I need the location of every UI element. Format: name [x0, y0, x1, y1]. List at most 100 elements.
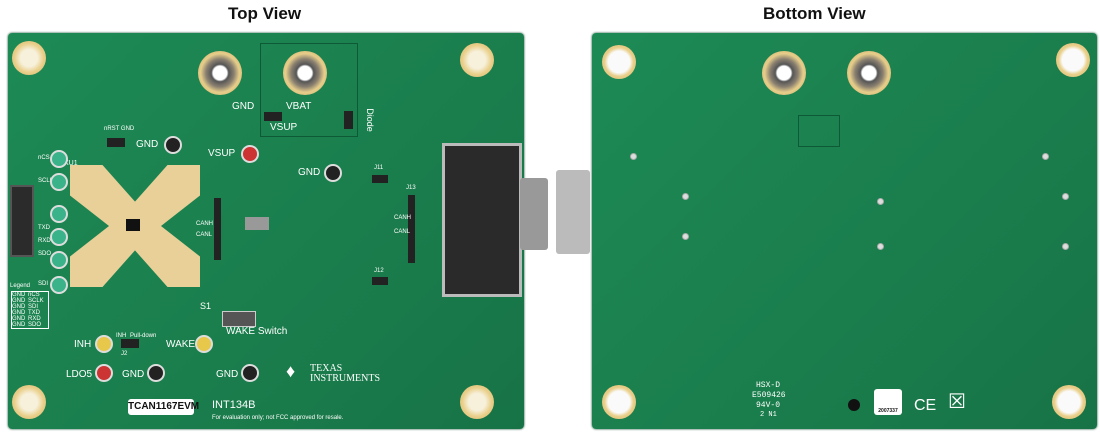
via — [1062, 193, 1069, 200]
wake-test-point[interactable] — [195, 335, 213, 353]
mounting-screw — [1052, 385, 1086, 419]
gnd-test-point[interactable] — [164, 136, 182, 154]
sdo-label: SDO — [38, 251, 52, 257]
legend-cell: SDI — [28, 304, 39, 310]
canh-label: CANH — [394, 215, 412, 221]
vsup-test-point[interactable] — [241, 145, 259, 163]
ti-logo-line1: Texas — [310, 363, 343, 374]
board-name-label: TCAN1167EVM — [128, 399, 199, 415]
jumper-j5[interactable] — [344, 111, 353, 129]
via — [1042, 153, 1049, 160]
ldo5-test-point[interactable] — [95, 364, 113, 382]
top-view-title: Top View — [228, 4, 302, 23]
legend-cell: SDO — [28, 322, 42, 328]
j4-header[interactable] — [214, 198, 221, 260]
vsup-outline — [260, 43, 358, 137]
gnd-tp-label: GND — [136, 139, 159, 150]
ti-logo-line2: Instruments — [310, 373, 381, 384]
crossed-bin-icon: ☒ — [948, 391, 966, 413]
top-board: GND VBAT VSUP Diode nRST GND GND VSUP GN… — [8, 33, 524, 429]
diode-label: Diode — [364, 108, 375, 132]
trace-outline — [798, 115, 840, 147]
mounting-hole — [460, 385, 494, 419]
sclk-test-point[interactable] — [50, 173, 68, 191]
sdi-label: SDI — [38, 281, 49, 287]
gnd-test-point[interactable] — [147, 364, 165, 382]
j13-header[interactable] — [408, 195, 415, 263]
vbat-terminal-back — [847, 51, 891, 95]
txd-test-point[interactable] — [50, 205, 68, 223]
gnd-test-point[interactable] — [241, 364, 259, 382]
mounting-hole — [12, 385, 46, 419]
jumper-j12[interactable] — [372, 277, 388, 285]
inh-jumper-label: INH — [116, 333, 127, 339]
via — [1062, 243, 1069, 250]
board-marking: 94V-0 — [756, 401, 781, 410]
j13-label: J13 — [406, 185, 416, 191]
xu1-label: XU1 — [64, 160, 78, 167]
inh-tp-label: INH — [74, 339, 92, 350]
bottom-board: HSX-D E509426 94V-0 2 N1 2007337 CE ☒ — [592, 33, 1097, 429]
legend-cell: GND — [12, 316, 26, 322]
board-marking: E509426 — [752, 391, 786, 400]
serial-label: 2007337 — [874, 389, 902, 415]
vsup-tp-label: VSUP — [208, 148, 236, 159]
j12-label: J12 — [374, 268, 384, 274]
jumper-j1[interactable] — [107, 138, 125, 147]
mounting-screw — [1056, 43, 1090, 77]
j2-label: J2 — [121, 351, 128, 357]
jumper-j6[interactable] — [264, 112, 282, 121]
legend-cell: GND — [12, 322, 26, 328]
canh-label: CANH — [196, 221, 214, 227]
gnd-tp-label: GND — [216, 369, 239, 380]
inh-test-point[interactable] — [95, 335, 113, 353]
legend-cell: GND — [12, 292, 26, 298]
jumper-j11[interactable] — [372, 175, 388, 183]
j1-label: nRST GND — [104, 126, 135, 132]
board-marking: 2 N1 — [760, 411, 777, 419]
gnd-test-point[interactable] — [324, 164, 342, 182]
wake-tp-label: WAKE — [166, 339, 196, 350]
ncs-label: nCS — [38, 155, 50, 161]
bottom-view-title: Bottom View — [763, 4, 866, 23]
gnd-terminal-back — [762, 51, 806, 95]
legend-cell: RXD — [28, 316, 41, 322]
sdi-test-point[interactable] — [50, 276, 68, 294]
black-dot — [848, 399, 860, 411]
legend-cell: GND — [12, 304, 26, 310]
ncs-test-point[interactable] — [50, 150, 68, 168]
wake-switch[interactable] — [222, 311, 256, 327]
board-id: INT134B — [212, 399, 256, 411]
gnd-terminal-label: GND — [232, 101, 255, 112]
pulldown-label: Pull-down — [130, 333, 157, 339]
legend-cell: nCS — [28, 292, 40, 298]
legend-cell: GND — [12, 310, 26, 316]
canl-label: CANL — [196, 232, 213, 238]
mounting-hole — [460, 43, 494, 77]
legend-cell: GND — [12, 298, 26, 304]
mounting-screw — [602, 45, 636, 79]
gnd-terminal — [198, 51, 242, 95]
mounting-hole — [12, 41, 46, 75]
db9-connector[interactable] — [442, 143, 522, 297]
via — [630, 153, 637, 160]
ce-mark: CE — [914, 397, 937, 414]
db9-shell-bottom — [556, 170, 590, 254]
j11-label: J11 — [374, 165, 384, 171]
via — [682, 193, 689, 200]
board-marking: HSX-D — [756, 381, 781, 390]
mounting-screw — [602, 385, 636, 419]
s1-label: S1 — [200, 301, 212, 311]
tcan-chip — [126, 219, 140, 231]
jumper-j2[interactable] — [121, 339, 139, 348]
legend-title: Legend — [10, 283, 31, 289]
j3-header[interactable] — [10, 185, 34, 257]
sdo-test-point[interactable] — [50, 251, 68, 269]
canl-label: CANL — [394, 229, 411, 235]
gnd-tp-label: GND — [122, 369, 145, 380]
db9-shell-top — [520, 178, 548, 250]
rxd-label: RXD — [38, 238, 51, 244]
rxd-test-point[interactable] — [50, 228, 68, 246]
ti-logo-icon: ♦ — [286, 361, 296, 381]
